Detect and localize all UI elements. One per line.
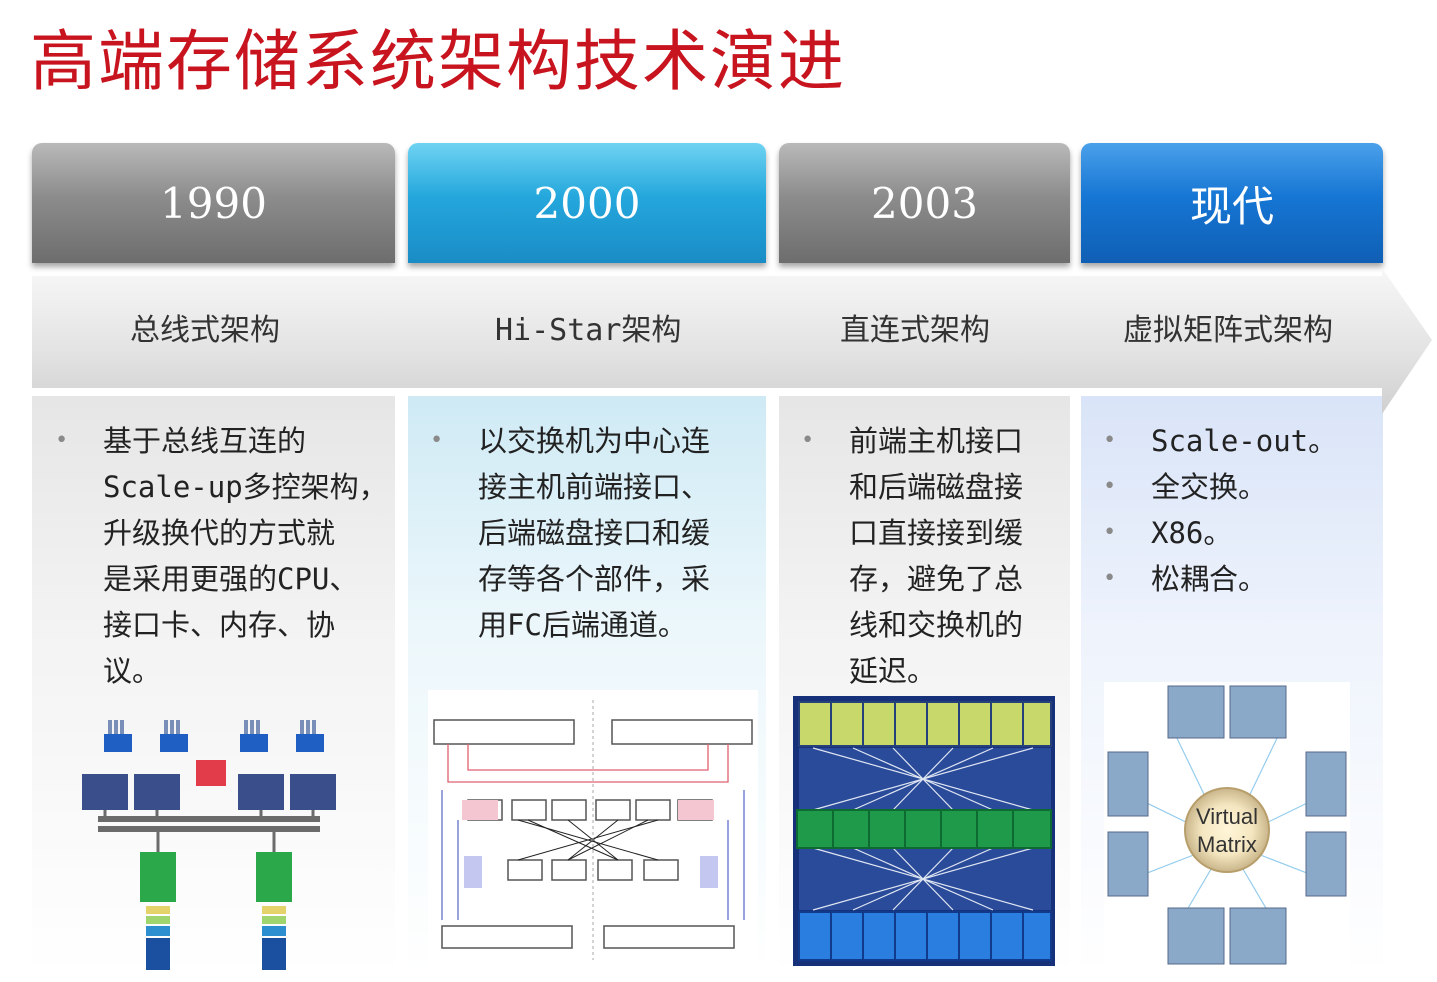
bullet-text: 基于总线互连的 Scale-up多控架构， 升级换代的方式就 是采用更强的CPU…: [103, 424, 388, 688]
bullet-text: Scale-out。: [1151, 424, 1338, 458]
era-year: 现代: [1189, 181, 1274, 231]
arch-label-modern: 虚拟矩阵式架构: [1123, 313, 1333, 348]
era-year: 2003: [871, 178, 978, 228]
bullet-item: • 松耦合。: [1103, 556, 1337, 602]
bullet-item: • 前端主机接口 和后端磁盘接 口直接接到缓 存，避免了总 线和交换机的 延迟。: [801, 418, 1024, 694]
era-year: 2000: [533, 178, 641, 228]
bullet-item: • X86。: [1103, 510, 1337, 556]
bullet-text: 松耦合。: [1151, 562, 1268, 596]
virtual-matrix-diagram: Virtual Matrix: [1104, 682, 1350, 972]
bullet-dot-icon: •: [1103, 428, 1117, 453]
era-header-2003: 2003: [779, 143, 1070, 263]
era-year: 1990: [160, 178, 267, 228]
bullet-list-modern: • Scale-out。 • 全交换。 • X86。 • 松耦合。: [1103, 418, 1338, 602]
bullet-text: 以交换机为中心连 接主机前端接口、 后端磁盘接口和缓 存等各个部件，采 用FC后…: [478, 424, 711, 642]
bullet-dot-icon: •: [1103, 566, 1117, 591]
virtual-matrix-label-line2: Matrix: [1197, 832, 1257, 857]
bullet-text: 全交换。: [1151, 470, 1268, 504]
bullet-item: • 全交换。: [1103, 464, 1337, 510]
bullet-item: • 基于总线互连的 Scale-up多控架构， 升级换代的方式就 是采用更强的CP…: [55, 418, 388, 694]
timeline-arrow: [32, 268, 1432, 414]
bullet-text: X86。: [1151, 516, 1233, 550]
bullet-dot-icon: •: [1103, 520, 1117, 545]
era-header-1990: 1990: [32, 143, 395, 263]
hi-star-architecture-diagram: [428, 690, 758, 975]
bullet-item: • 以交换机为中心连 接主机前端接口、 后端磁盘接口和缓 存等各个部件，采 用FC…: [430, 418, 711, 648]
bullet-list-2003: • 前端主机接口 和后端磁盘接 口直接接到缓 存，避免了总 线和交换机的 延迟。: [801, 418, 1024, 694]
era-header-modern: 现代: [1081, 143, 1383, 263]
bus-architecture-diagram: [82, 720, 336, 970]
bullet-dot-icon: •: [430, 428, 444, 453]
arch-label-2000: Hi-Star架构: [495, 313, 682, 348]
virtual-matrix-label-line1: Virtual: [1196, 804, 1258, 829]
bullet-list-2000: • 以交换机为中心连 接主机前端接口、 后端磁盘接口和缓 存等各个部件，采 用FC…: [430, 418, 711, 648]
bullet-dot-icon: •: [55, 428, 69, 453]
arch-label-2003: 直连式架构: [840, 313, 990, 348]
bullet-item: • Scale-out。: [1103, 418, 1338, 464]
page-title: 高端存储系统架构技术演进: [30, 23, 846, 100]
bullet-list-1990: • 基于总线互连的 Scale-up多控架构， 升级换代的方式就 是采用更强的CP…: [55, 418, 388, 694]
arch-label-1990: 总线式架构: [130, 313, 280, 348]
direct-connect-architecture-diagram: [793, 696, 1055, 966]
era-column-1990: [32, 396, 395, 976]
bullet-text: 前端主机接口 和后端磁盘接 口直接接到缓 存，避免了总 线和交换机的 延迟。: [849, 424, 1024, 688]
bullet-dot-icon: •: [1103, 474, 1117, 499]
bullet-dot-icon: •: [801, 428, 815, 453]
era-header-2000: 2000: [408, 143, 766, 263]
